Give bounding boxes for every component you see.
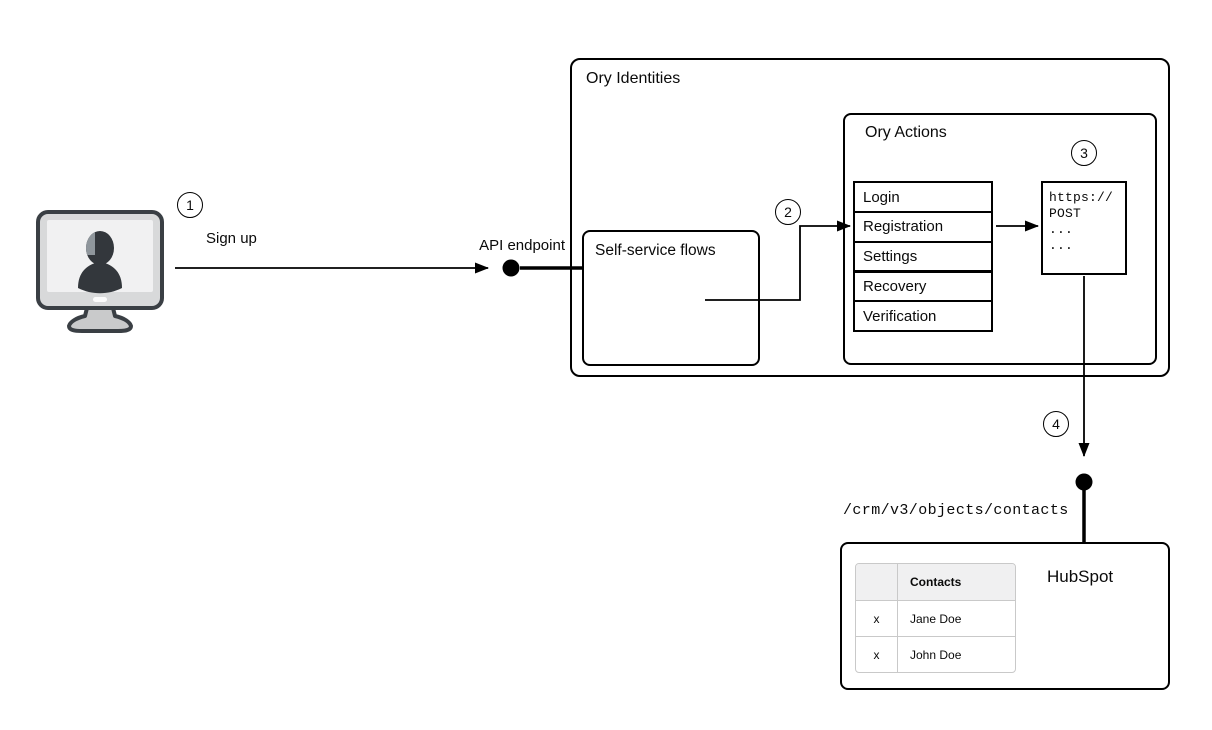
flow-row-registration: Registration [853, 210, 993, 243]
api-endpoint-label: API endpoint [479, 237, 565, 254]
crm-path-label: /crm/v3/objects/contacts [843, 502, 1069, 519]
contact-mark: x [856, 637, 898, 672]
sign-up-label: Sign up [206, 230, 257, 247]
step-2-badge: 2 [775, 199, 801, 225]
contact-name: John Doe [910, 647, 962, 662]
code-line: POST [1049, 206, 1082, 221]
code-line: ... [1049, 238, 1074, 253]
api-endpoint-dot [502, 259, 520, 277]
contact-name: Jane Doe [910, 611, 962, 626]
hubspot-title: HubSpot [1047, 567, 1114, 586]
step-3-number: 3 [1080, 145, 1088, 161]
ory-actions-box [843, 113, 1157, 365]
contact-mark: x [856, 601, 898, 636]
step-4-badge: 4 [1043, 411, 1069, 437]
self-service-flows-title: Self-service flows [595, 242, 716, 259]
monitor-stand [67, 302, 133, 333]
flows-list: Login Registration Settings Recovery Ver… [853, 181, 993, 333]
flow-row-login: Login [853, 181, 993, 213]
webhook-code-box: https:// POST ... ... [1041, 181, 1127, 275]
step-1-number: 1 [186, 197, 194, 213]
ory-identities-box [570, 58, 1170, 377]
step-4-number: 4 [1052, 416, 1060, 432]
step-3-badge: 3 [1071, 140, 1097, 166]
step-1-badge: 1 [177, 192, 203, 218]
contacts-table-header-label: Contacts [910, 575, 962, 589]
flow-row-settings: Settings [853, 240, 993, 273]
table-row: x John Doe [856, 636, 1015, 672]
contacts-table-header-row: Contacts [856, 564, 1015, 600]
monitor-button [93, 297, 107, 302]
flow-row-verification: Verification [853, 300, 993, 333]
self-service-flows-box [582, 230, 760, 366]
step-2-number: 2 [784, 204, 792, 220]
ory-identities-title: Ory Identities [586, 70, 681, 87]
user-terminal-icon [36, 210, 164, 333]
code-line: ... [1049, 222, 1074, 237]
flow-row-recovery: Recovery [853, 270, 993, 303]
contacts-table-header-mark-cell [856, 564, 898, 600]
user-silhouette [78, 231, 122, 294]
code-line: https:// [1049, 190, 1114, 205]
contacts-table: Contacts x Jane Doe x John Doe [855, 563, 1016, 673]
ory-actions-title: Ory Actions [865, 124, 947, 141]
hubspot-endpoint-dot [1075, 473, 1093, 491]
hubspot-box [840, 542, 1170, 690]
table-row: x Jane Doe [856, 600, 1015, 636]
